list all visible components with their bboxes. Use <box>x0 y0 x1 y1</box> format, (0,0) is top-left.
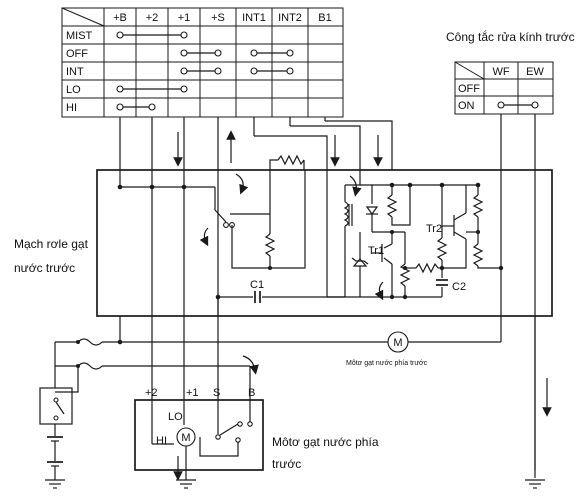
c2-label: C2 <box>452 281 466 293</box>
col-plus-b: +B <box>113 12 127 24</box>
washer-col-ew: EW <box>526 66 544 78</box>
wiper-motor-label-line1: Môtơ gạt nước phía <box>272 435 379 449</box>
washer-motor-label: Môtơ gạt nước phía trước <box>346 360 428 367</box>
washer-row-off: OFF <box>458 83 480 95</box>
col-plus-s: +S <box>211 12 225 24</box>
wiper-motor-symbol: M <box>181 432 190 444</box>
relay-label-line2: nước trước <box>14 261 75 275</box>
speed-lo: LO <box>168 411 183 423</box>
washer-col-wf: WF <box>492 66 509 78</box>
tr2-label: Tr2 <box>426 223 442 235</box>
washer-row-on: ON <box>458 100 475 112</box>
col-plus-1: +1 <box>178 12 191 24</box>
relay-circuit: Mạch rơle gạt nước trước C1 <box>14 154 553 317</box>
washer-motor: M Môtơ gạt nước phía trước <box>120 331 501 367</box>
switch-connections <box>116 31 294 111</box>
terminal-b: B <box>248 387 255 399</box>
switch-wires <box>119 114 536 470</box>
c1-label: C1 <box>250 279 264 291</box>
row-lo: LO <box>66 84 81 96</box>
terminal-s: S <box>213 387 220 399</box>
row-mist: MIST <box>66 30 93 42</box>
col-b1: B1 <box>318 12 331 24</box>
tr1-label: Tr1 <box>368 245 384 257</box>
wiper-motor: +2 +1 S B LO HI M Môtơ gạt nước phía trư… <box>134 366 379 489</box>
terminal-plus1: +1 <box>186 387 199 399</box>
col-int2: INT2 <box>278 12 302 24</box>
col-int1: INT1 <box>242 12 266 24</box>
row-hi: HI <box>66 102 77 114</box>
row-off: OFF <box>66 48 88 60</box>
washer-switch: Công tắc rửa kính trước WF EW OFF ON <box>446 29 575 115</box>
power-supply <box>39 316 250 489</box>
washer-switch-title: Công tắc rửa kính trước <box>446 29 575 44</box>
wiper-motor-label-line2: trước <box>272 457 301 471</box>
terminal-plus2: +2 <box>145 387 158 399</box>
right-ground <box>525 316 545 489</box>
current-arrows <box>173 130 552 481</box>
relay-label-line1: Mạch rơle gạt <box>14 237 89 251</box>
combination-switch-table: +B +2 +1 +S INT1 INT2 B1 MIST OFF INT LO… <box>61 7 344 118</box>
washer-motor-symbol: M <box>393 337 402 349</box>
row-int: INT <box>66 66 84 78</box>
col-plus-2: +2 <box>146 12 159 24</box>
speed-hi: HI <box>156 435 167 447</box>
